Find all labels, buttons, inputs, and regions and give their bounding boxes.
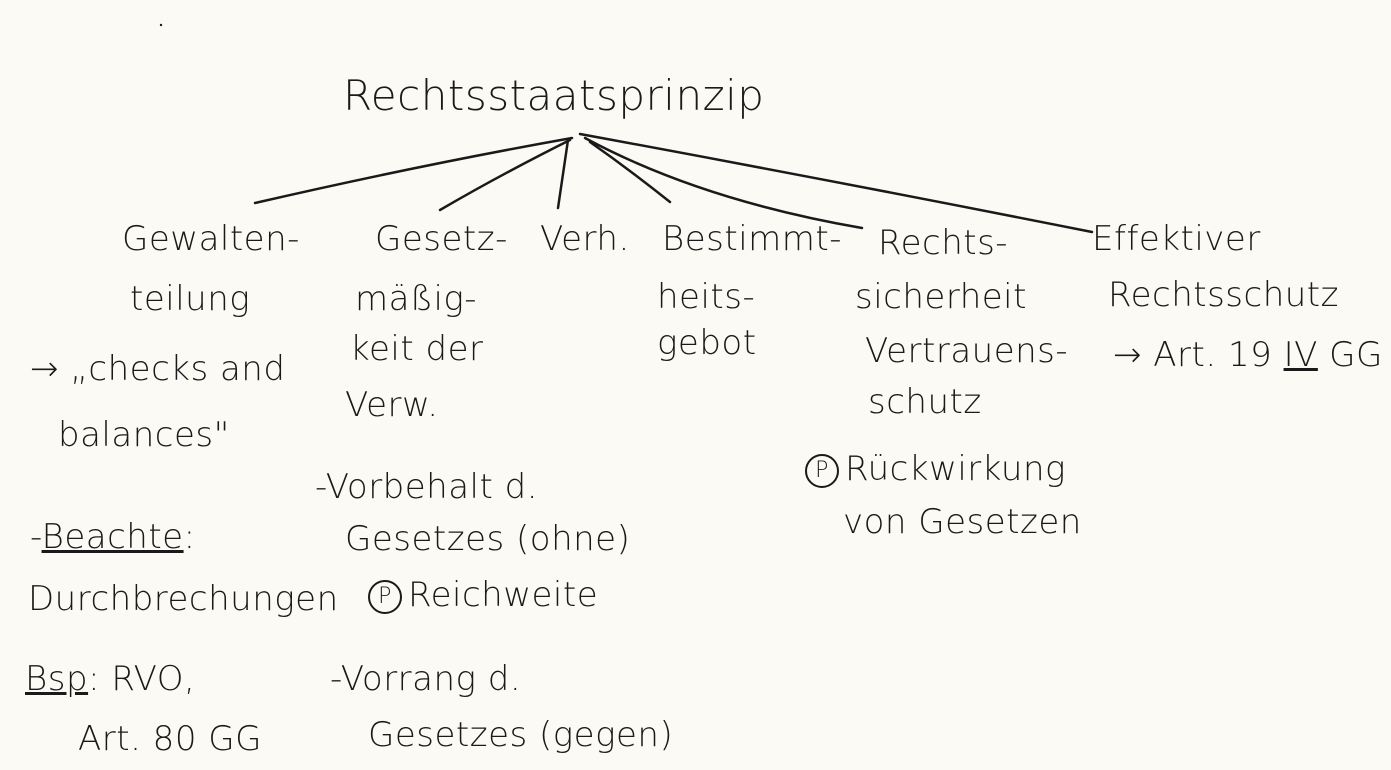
branch-rechtssicherheit-line4: schutz (868, 382, 982, 422)
bsp-label: Bsp (25, 659, 89, 699)
problem-p-icon: P (805, 453, 839, 488)
checks-line1: → „checks and (30, 349, 286, 389)
art-80-gg: Art. 80 GG (78, 719, 262, 759)
connector-rechtssicherheit (583, 136, 864, 230)
beachte-colon: : (183, 517, 196, 557)
branch-gewaltenteilung-line1: Gewalten- (122, 219, 300, 259)
connector-bestimmtheit (588, 140, 672, 204)
rechtsschutz-article-note: → Art. 19 IV GG (1113, 338, 1383, 372)
diagram-title: Rechtsstaatsprinzip (343, 71, 765, 120)
branch-rechtsschutz-line1: Effektiver (1092, 219, 1261, 259)
bsp-rvo: : RVO, (88, 659, 196, 699)
branch-rechtssicherheit-line1: Rechts- (878, 223, 1009, 263)
rueckwirkung-line2: von Gesetzen (843, 502, 1082, 542)
reichweite-label: Reichweite (408, 575, 599, 615)
rechtsschutz-roman: IV (1283, 335, 1318, 375)
connector-gesetzmaessigkeit (438, 138, 572, 212)
branch-gewaltenteilung-line2: teilung (130, 279, 251, 319)
beachte-note: -Beachte: (30, 520, 196, 554)
bsp-note: Bsp: RVO, (25, 662, 195, 696)
branch-bestimmtheit-line3: gebot (657, 323, 757, 363)
branch-gesetzmaessigkeit-line3: keit der (350, 329, 484, 369)
beachte-label: Beachte (41, 517, 184, 557)
branch-bestimmtheit-line1: Bestimmt- (662, 219, 843, 259)
connector-verh (556, 138, 570, 210)
vorrang-line1: -Vorrang d. (330, 659, 522, 699)
durchbrechungen: Durchbrechungen (28, 579, 339, 619)
vorrang-line2: Gesetzes (gegen) (368, 715, 674, 755)
branch-rechtssicherheit-line2: sicherheit (855, 277, 1027, 317)
connector-gewaltenteilung (253, 136, 574, 205)
beachte-dash: - (30, 517, 42, 557)
rueckwirkung-label: Rückwirkung (845, 449, 1066, 489)
branch-gesetzmaessigkeit-line1: Gesetz- (375, 219, 508, 259)
branch-rechtsschutz-line2: Rechtsschutz (1108, 275, 1339, 315)
branch-bestimmtheit-line2: heits- (657, 277, 756, 317)
branch-rechtssicherheit-line3: Vertrauens- (865, 331, 1069, 371)
branch-gesetzmaessigkeit-line4: Verw. (345, 385, 439, 425)
vorbehalt-line1: -Vorbehalt d. (315, 467, 539, 507)
connector-rechtsschutz (578, 132, 1094, 234)
rechtsschutz-arrow-article: → Art. 19 (1113, 335, 1273, 375)
branch-gesetzmaessigkeit-line2: mäßig- (355, 279, 478, 319)
rechtsschutz-gg: GG (1329, 335, 1383, 375)
checks-line2: balances" (58, 415, 230, 455)
branch-verh: Verh. (540, 219, 630, 259)
vorbehalt-line2: Gesetzes (ohne) (345, 519, 631, 559)
problem-p-icon: P (368, 579, 402, 614)
